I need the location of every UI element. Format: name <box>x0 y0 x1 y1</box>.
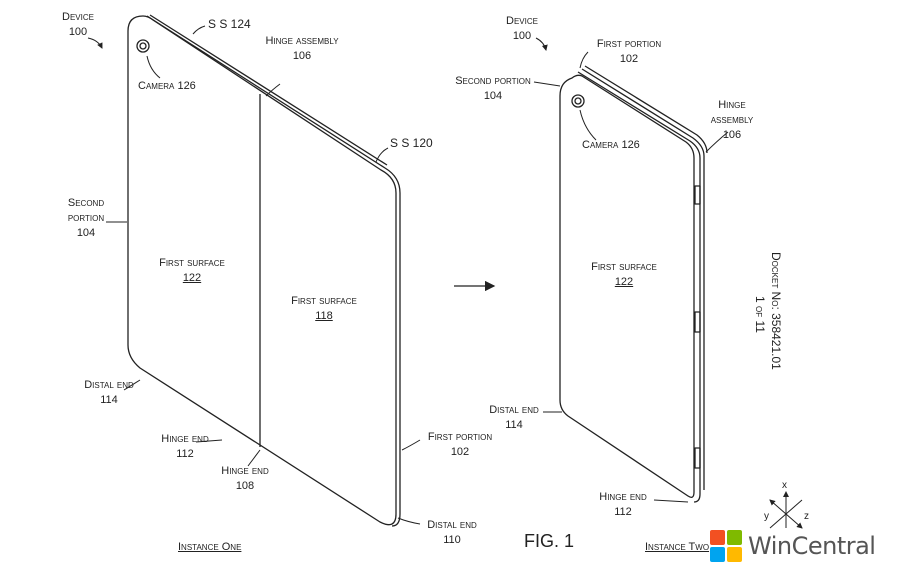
figure-title: FIG. 1 <box>524 531 575 551</box>
camera-one-outer <box>136 39 150 53</box>
axis-label-z: z <box>804 511 809 522</box>
watermark-text: WinCentral <box>748 532 876 560</box>
axis-label-x: x <box>782 480 787 491</box>
device-two-edge <box>577 71 701 503</box>
label-first-portion-one: First portion 102 <box>427 431 493 458</box>
hinge-notch-bottom <box>694 447 701 469</box>
label-first-surface-two: First surface 122 <box>591 261 657 288</box>
leader-lines <box>87 25 729 525</box>
device-one-edge <box>146 15 401 527</box>
label-first-surface-122: First surface 122 <box>159 257 225 284</box>
docket-number: Docket No: 358421.01 <box>769 252 783 370</box>
label-instance-one: Instance One <box>178 541 242 553</box>
hinge-notch-mid <box>694 311 701 333</box>
label-first-surface-118: First surface 118 <box>291 295 357 322</box>
label-first-portion-two: First portion 102 <box>596 38 662 65</box>
label-ss-120: S S 120 <box>390 136 433 150</box>
device-instance-two <box>559 65 708 503</box>
watermark: WinCentral <box>710 530 876 562</box>
label-instance-two: Instance Two <box>645 541 710 553</box>
label-second-portion-one: Second portion 104 <box>67 197 105 239</box>
docket-block: Docket No: 358421.01 1 of 11 <box>752 252 784 412</box>
label-ss-124: S S 124 <box>208 17 251 31</box>
device-two-outline <box>559 74 695 498</box>
axis-label-y: y <box>764 511 769 522</box>
label-distal-end-114: Distal end 114 <box>84 379 134 406</box>
label-distal-end-110: Distal end 110 <box>427 519 477 546</box>
label-device-one: Device 100 <box>62 11 94 38</box>
coordinate-axes <box>769 491 803 529</box>
label-hinge-end-two: Hinge end 112 <box>599 491 647 518</box>
label-second-portion-two: Second portion 104 <box>455 75 531 102</box>
label-hinge-assembly-one: Hinge assembly 106 <box>265 35 339 62</box>
camera-two-inner <box>574 97 582 105</box>
label-camera-two: Camera 126 <box>582 139 640 151</box>
hinge-notch-top <box>694 185 701 205</box>
sheet-number: 1 of 11 <box>753 296 767 333</box>
label-device-two: Device 100 <box>506 15 538 42</box>
label-hinge-end-112: Hinge end 112 <box>161 433 209 460</box>
camera-two-outer <box>571 94 585 108</box>
camera-one-inner <box>139 42 147 50</box>
label-distal-end-two: Distal end 114 <box>489 404 539 431</box>
label-hinge-end-108: Hinge end 108 <box>221 465 269 492</box>
windows-logo-icon <box>710 530 742 562</box>
label-hinge-assembly-two: Hinge assembly 106 <box>710 99 754 141</box>
label-camera-one: Camera 126 <box>138 80 196 92</box>
device-instance-one <box>127 14 401 527</box>
